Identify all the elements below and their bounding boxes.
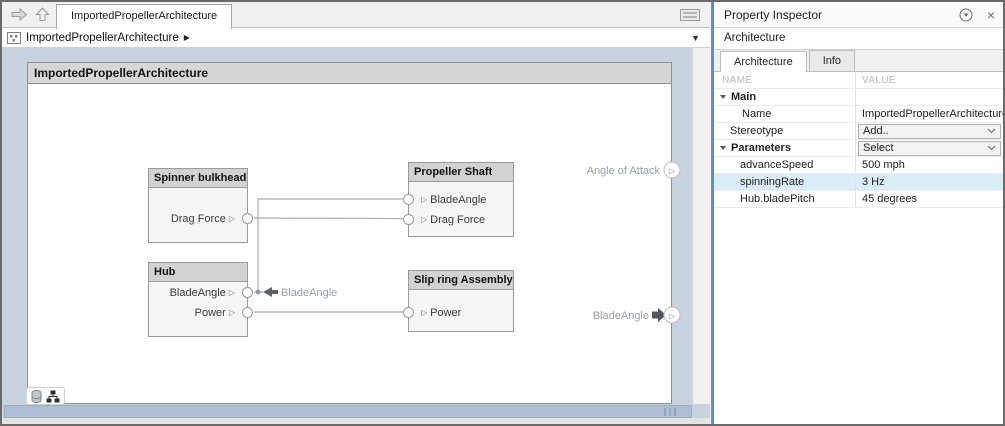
chevron-down-icon [987, 145, 996, 151]
parameters-dropdown-value: Select [863, 142, 894, 154]
port-label: BladeAngle ▷ [170, 285, 235, 301]
bladeangle-tag-icon[interactable] [263, 287, 278, 297]
horizontal-scrollbar[interactable] [4, 405, 692, 418]
chevron-down-icon [987, 128, 996, 134]
block-spinner-bulkhead-title: Spinner bulkhead [149, 169, 247, 188]
close-icon[interactable]: × [986, 6, 995, 23]
port-power[interactable] [242, 307, 253, 318]
tab-bar: ImportedPropellerArchitecture [2, 2, 710, 29]
property-inspector-title: Property Inspector [724, 7, 823, 22]
keyboard-badge-icon[interactable] [680, 9, 700, 21]
connector-junction-dot [255, 289, 261, 295]
port-label: ▷ Drag Force [421, 212, 485, 228]
up-icon[interactable] [35, 7, 50, 22]
port-arrow-icon: ▷ [228, 214, 235, 223]
bladeangle-tag-label: BladeAngle [281, 287, 337, 299]
external-port-bladeangle-label: BladeAngle [593, 310, 649, 322]
port-arrow-icon: ▷ [421, 308, 428, 317]
port-label-text: Power [430, 307, 462, 319]
port-label: Power ▷ [195, 305, 235, 321]
row-stereotype[interactable]: Stereotype Add.. [714, 123, 1003, 140]
scrollbar-grip[interactable] [664, 408, 677, 416]
column-name-header: NAME [714, 72, 856, 88]
vertical-scrollbar[interactable] [692, 48, 710, 404]
tab-architecture-label: Architecture [734, 56, 793, 68]
panel-options-icon[interactable] [959, 8, 973, 22]
port-arrow-icon: ▷ [421, 195, 428, 204]
section-main-label: Main [731, 91, 757, 103]
block-slip-ring-assembly[interactable]: Slip ring Assembly ▷ Power [403, 270, 514, 332]
forward-icon[interactable] [11, 8, 28, 21]
port-arrow-icon: ▷ [228, 288, 235, 297]
diagram-canvas[interactable]: ImportedPropellerArchitecture BladeAngle… [2, 48, 710, 424]
block-propeller-shaft-title: Propeller Shaft [409, 163, 513, 182]
port-blade-angle[interactable] [403, 194, 414, 205]
tab-info[interactable]: Info [808, 50, 856, 71]
data-cylinder-icon[interactable] [31, 389, 42, 403]
block-spinner-bulkhead[interactable]: Spinner bulkhead Drag Force ▷ [148, 168, 253, 243]
stereotype-dropdown-value: Add.. [863, 125, 889, 137]
external-bladeangle-tag-icon [652, 308, 666, 322]
port-drag-force[interactable] [242, 213, 253, 224]
port-arrow-icon: ▷ [228, 308, 235, 317]
port-label-text: Power [194, 307, 226, 319]
property-inspector-header: Property Inspector × [714, 2, 1003, 28]
port-label: ▷ Power [421, 305, 461, 321]
connector-dragforce[interactable] [253, 217, 404, 220]
column-value-header: VALUE [862, 74, 897, 86]
architecture-sheet[interactable]: ImportedPropellerArchitecture [27, 62, 672, 404]
external-port-angle-of-attack[interactable] [663, 161, 681, 179]
document-tab[interactable]: ImportedPropellerArchitecture [56, 4, 233, 29]
port-arrow-icon: ▷ [669, 312, 676, 321]
port-drag-force[interactable] [403, 214, 414, 225]
row-spinning-rate[interactable]: spinningRate 3 Hz [714, 174, 1003, 191]
stereotype-dropdown[interactable]: Add.. [858, 123, 1001, 139]
row-name[interactable]: Name ImportedPropellerArchitecture [714, 106, 1003, 123]
property-inspector-panel: Property Inspector × Architecture Archit… [712, 2, 1003, 424]
port-arrow-icon: ▷ [421, 215, 428, 224]
block-hub[interactable]: Hub BladeAngle ▷ Power ▷ [148, 262, 253, 337]
breadcrumb-label: ImportedPropellerArchitecture [26, 31, 179, 44]
section-parameters-label: Parameters [731, 142, 791, 154]
connectors-layer: BladeAngle Angle of Attack ▷ BladeAngle … [253, 161, 681, 324]
breadcrumb[interactable]: ImportedPropellerArchitecture ▶ ▼ [2, 28, 710, 48]
breadcrumb-dropdown-icon[interactable]: ▼ [691, 32, 700, 43]
table-header-row: NAME VALUE [714, 72, 1003, 89]
block-slip-ring-title: Slip ring Assembly [409, 271, 513, 290]
external-port-bladeangle[interactable] [663, 306, 681, 324]
block-propeller-shaft[interactable]: Propeller Shaft ▷ BladeAngle ▷ Drag Forc… [403, 162, 514, 237]
port-blade-angle[interactable] [242, 287, 253, 298]
row-hub-blade-pitch[interactable]: Hub.bladePitch 45 degrees [714, 191, 1003, 208]
status-strip [2, 418, 710, 424]
chevron-down-icon[interactable] [720, 95, 726, 99]
external-port-angle-of-attack-label: Angle of Attack [587, 165, 661, 177]
port-arrow-icon: ▷ [669, 167, 676, 176]
connector-bladeangle[interactable] [254, 198, 403, 293]
block-hub-title: Hub [149, 263, 247, 282]
port-label-text: BladeAngle [430, 194, 487, 206]
document-tab-label: ImportedPropellerArchitecture [71, 10, 218, 22]
port-label-text: Drag Force [430, 214, 486, 226]
section-parameters[interactable]: Parameters Select [714, 140, 1003, 157]
port-label-text: Drag Force [170, 213, 226, 225]
hierarchy-icon[interactable] [46, 390, 60, 403]
sheet-title: ImportedPropellerArchitecture [28, 63, 671, 84]
parameters-select-dropdown[interactable]: Select [858, 140, 1001, 156]
inspector-selection-label: Architecture [714, 28, 1003, 50]
breadcrumb-arrow-icon: ▶ [183, 33, 190, 42]
perspective-toolbar [26, 387, 65, 405]
section-main[interactable]: Main [714, 89, 1003, 106]
port-label: ▷ BladeAngle [421, 192, 486, 208]
port-label-text: BladeAngle [169, 287, 226, 299]
port-label: Drag Force ▷ [171, 211, 235, 227]
chevron-down-icon[interactable] [720, 146, 726, 150]
port-power[interactable] [403, 307, 414, 318]
tab-info-label: Info [822, 55, 842, 67]
tab-architecture[interactable]: Architecture [720, 51, 807, 72]
model-icon [7, 31, 21, 44]
row-advance-speed[interactable]: advanceSpeed 500 mph [714, 157, 1003, 174]
inspector-tabs: Architecture Info [714, 50, 1003, 72]
